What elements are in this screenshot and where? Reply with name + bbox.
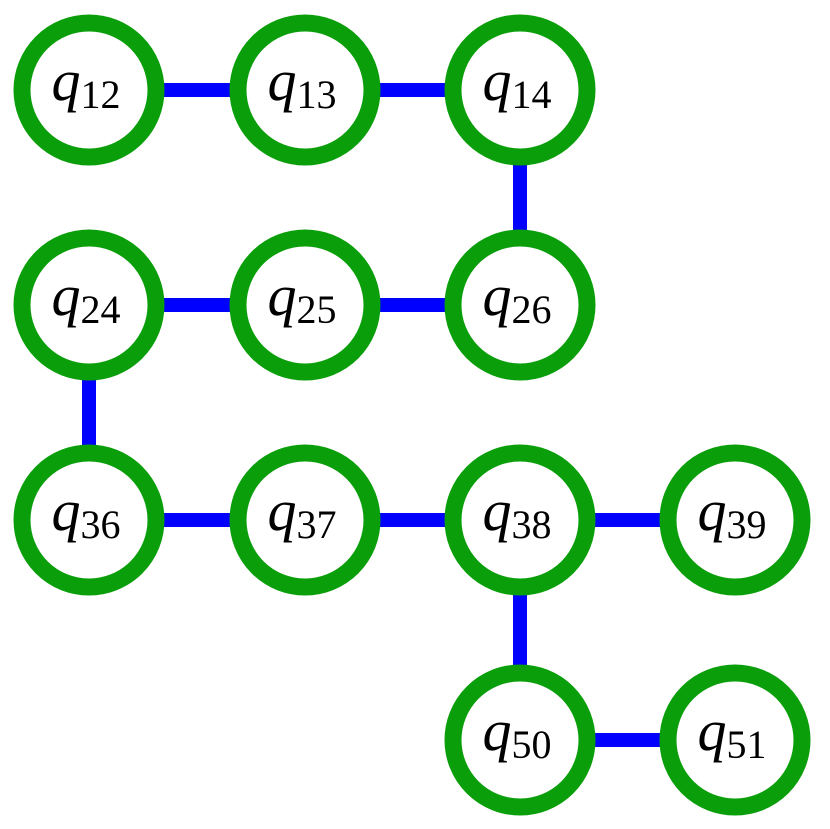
node-ring bbox=[13, 229, 165, 381]
node-q38: q38 bbox=[444, 444, 596, 596]
node-symbol: q bbox=[52, 478, 81, 543]
node-label: q37 bbox=[268, 478, 337, 547]
node-label: q14 bbox=[483, 48, 552, 117]
node-symbol: q bbox=[268, 478, 297, 543]
node-q14: q14 bbox=[444, 14, 596, 166]
node-ring bbox=[444, 229, 596, 381]
node-symbol: q bbox=[698, 478, 727, 543]
node-label: q24 bbox=[52, 263, 121, 332]
node-symbol: q bbox=[483, 48, 512, 113]
node-ring bbox=[229, 229, 381, 381]
node-label: q13 bbox=[268, 48, 337, 117]
node-index: 14 bbox=[512, 72, 552, 117]
node-q12: q12 bbox=[13, 14, 165, 166]
node-q50: q50 bbox=[444, 664, 596, 816]
node-ring bbox=[444, 664, 596, 816]
node-symbol: q bbox=[483, 478, 512, 543]
node-index: 50 bbox=[512, 722, 552, 767]
node-q51: q51 bbox=[659, 664, 811, 816]
node-ring bbox=[229, 444, 381, 596]
node-label: q25 bbox=[268, 263, 337, 332]
node-q25: q25 bbox=[229, 229, 381, 381]
node-q36: q36 bbox=[13, 444, 165, 596]
node-label: q50 bbox=[483, 698, 552, 767]
node-symbol: q bbox=[698, 698, 727, 763]
edges-layer bbox=[82, 83, 735, 747]
node-index: 39 bbox=[727, 502, 767, 547]
node-label: q26 bbox=[483, 263, 552, 332]
node-q37: q37 bbox=[229, 444, 381, 596]
node-label: q39 bbox=[698, 478, 767, 547]
node-index: 51 bbox=[727, 722, 767, 767]
node-index: 13 bbox=[297, 72, 337, 117]
node-index: 12 bbox=[81, 72, 121, 117]
node-q13: q13 bbox=[229, 14, 381, 166]
node-symbol: q bbox=[483, 263, 512, 328]
node-symbol: q bbox=[483, 698, 512, 763]
node-index: 25 bbox=[297, 287, 337, 332]
node-symbol: q bbox=[52, 263, 81, 328]
node-label: q12 bbox=[52, 48, 121, 117]
node-ring bbox=[659, 444, 811, 596]
node-index: 37 bbox=[297, 502, 337, 547]
node-label: q51 bbox=[698, 698, 767, 767]
node-symbol: q bbox=[268, 48, 297, 113]
node-symbol: q bbox=[268, 263, 297, 328]
node-index: 24 bbox=[81, 287, 121, 332]
node-ring bbox=[13, 444, 165, 596]
node-index: 38 bbox=[512, 502, 552, 547]
node-index: 26 bbox=[512, 287, 552, 332]
node-q26: q26 bbox=[444, 229, 596, 381]
node-ring bbox=[444, 444, 596, 596]
node-label: q36 bbox=[52, 478, 121, 547]
node-q39: q39 bbox=[659, 444, 811, 596]
node-q24: q24 bbox=[13, 229, 165, 381]
node-ring bbox=[659, 664, 811, 816]
node-index: 36 bbox=[81, 502, 121, 547]
node-ring bbox=[229, 14, 381, 166]
node-label: q38 bbox=[483, 478, 552, 547]
node-ring bbox=[444, 14, 596, 166]
node-ring bbox=[13, 14, 165, 166]
node-symbol: q bbox=[52, 48, 81, 113]
